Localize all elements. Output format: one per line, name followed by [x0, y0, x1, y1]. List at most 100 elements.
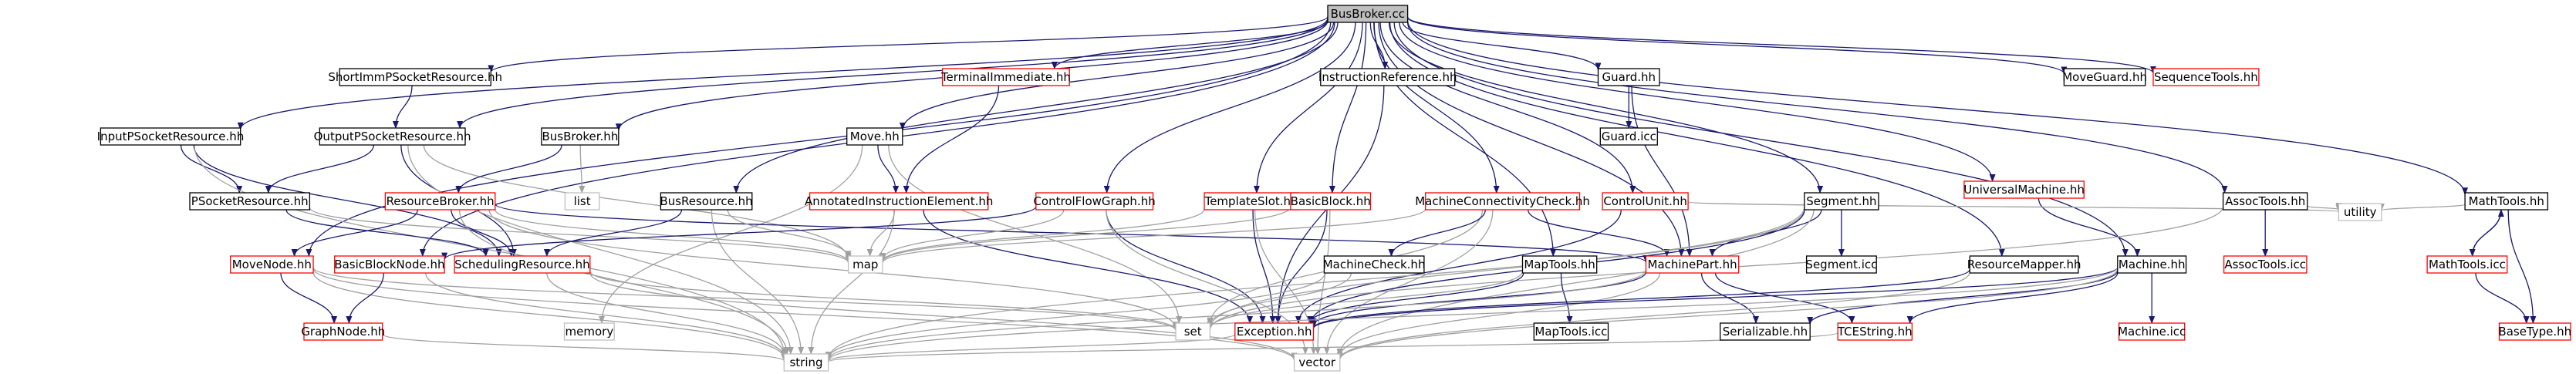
node-box: [1521, 255, 1598, 274]
node-label: map: [852, 258, 878, 271]
node-box: [783, 353, 829, 372]
node-MathTools[interactable]: MathTools.hh: [2464, 192, 2549, 211]
edge-root-to-TermImm: [1051, 20, 1329, 69]
node-AssocTools[interactable]: AssocTools.hh: [2222, 192, 2308, 211]
edge-MachConn-to-vector: [1323, 209, 1494, 355]
node-MapICC[interactable]: MapTools.icc: [1533, 322, 1609, 341]
edge-ResMapper-to-Exception: [1310, 269, 1970, 329]
edge-SchedRes-to-vector: [589, 272, 1298, 361]
node-MachineICC[interactable]: Machine.icc: [2118, 322, 2186, 341]
node-box: [563, 322, 615, 341]
node-BaseType[interactable]: BaseType.hh: [2498, 322, 2571, 341]
edge-TplSlot-to-map: [879, 208, 1205, 263]
node-label: BaseType.hh: [2498, 325, 2571, 339]
node-root[interactable]: BusBroker.cc: [1327, 5, 1409, 23]
node-ResBroker[interactable]: ResourceBroker.hh: [384, 192, 496, 211]
node-GuardICC[interactable]: Guard.icc: [1599, 127, 1658, 146]
node-label: MachineConnectivityCheck.hh: [1415, 194, 1590, 208]
edge-SegmentHH-to-MachPart: [1709, 209, 1822, 257]
node-ResMapper[interactable]: ResourceMapper.hh: [1967, 255, 2081, 274]
node-label: ControlUnit.hh: [1603, 194, 1687, 208]
edge-MachineHH-to-vector: [1336, 268, 2119, 361]
node-BusRes[interactable]: BusResource.hh: [660, 192, 753, 211]
node-SeqTools[interactable]: SequenceTools.hh: [2152, 68, 2260, 86]
edge-BusBrokerHH-to-list: [579, 144, 586, 194]
node-BBNode[interactable]: BasicBlockNode.hh: [334, 255, 445, 274]
node-label: MachineCheck.hh: [1323, 258, 1426, 271]
node-InputPS[interactable]: InputPSocketResource.hh: [97, 127, 245, 146]
edge-InputPS-to-string: [194, 144, 788, 355]
edge-MachineHH-to-TCEString: [1906, 272, 2119, 324]
edge-BusRes-to-map: [727, 209, 852, 259]
node-box: [1963, 180, 2085, 199]
node-label: set: [1184, 325, 1202, 339]
edge-ResBroker-to-MoveNode: [291, 209, 418, 257]
node-label: Machine.hh: [2119, 258, 2186, 271]
node-TplSlot[interactable]: TemplateSlot.hh: [1204, 192, 1299, 211]
node-Exception[interactable]: Exception.hh: [1234, 322, 1315, 341]
node-MoveHH[interactable]: Move.hh: [846, 127, 903, 146]
edge-BusRes-to-string: [711, 209, 805, 355]
node-GuardHH[interactable]: Guard.hh: [1597, 68, 1660, 86]
node-box: [454, 255, 591, 274]
node-label: Guard.hh: [1602, 70, 1656, 84]
node-InstrRef[interactable]: InstructionReference.hh: [1318, 68, 1457, 86]
node-box: [2426, 255, 2508, 274]
edge-root-to-BasicBlock: [1329, 22, 1367, 194]
node-CFG[interactable]: ControlFlowGraph.hh: [1033, 192, 1156, 211]
node-MachPart[interactable]: MachinePart.hh: [1645, 255, 1740, 274]
node-MachineHH[interactable]: Machine.hh: [2117, 255, 2187, 274]
node-box: [1805, 255, 1877, 274]
node-label: MapTools.icc: [1534, 325, 1607, 339]
node-MoveGuard[interactable]: MoveGuard.hh: [2062, 68, 2147, 86]
node-BusBrokerHH[interactable]: BusBroker.hh: [541, 127, 620, 146]
node-box: [339, 68, 491, 86]
edge-MoveHH-to-memory: [599, 144, 863, 324]
node-GraphNode[interactable]: GraphNode.hh: [301, 322, 385, 341]
node-label: Exception.hh: [1237, 325, 1312, 339]
edge-SchedRes-to-string: [546, 272, 788, 356]
node-AnnInstr[interactable]: AnnotatedInstructionElement.hh: [805, 192, 993, 211]
node-box: [334, 255, 445, 274]
node-label: TemplateSlot.hh: [1204, 194, 1298, 208]
node-box: [541, 127, 620, 146]
node-label: BasicBlockNode.hh: [334, 258, 444, 271]
edge-MoveNode-to-GraphNode: [280, 272, 338, 324]
node-label: AnnotatedInstructionElement.hh: [805, 194, 993, 208]
edge-InputPS-to-PSocket: [180, 144, 243, 194]
edge-SegmentHH-to-set: [1207, 208, 1805, 329]
node-CtrlUnit[interactable]: ControlUnit.hh: [1602, 192, 1689, 211]
node-MapTools[interactable]: MapTools.hh: [1521, 255, 1598, 274]
node-TermImm[interactable]: TerminalImmediate.hh: [940, 68, 1071, 86]
edge-root-to-SegmentHH: [1388, 22, 1824, 194]
node-TCEString[interactable]: TCEString.hh: [1837, 322, 1913, 341]
node-MathICC[interactable]: MathTools.icc: [2426, 255, 2508, 274]
node-ShortImm[interactable]: ShortImmPSocketResource.hh: [328, 68, 502, 86]
node-box: [941, 68, 1070, 86]
edge-MathTools-to-utility: [2378, 203, 2466, 211]
node-label: OutputPSocketResource.hh: [314, 130, 471, 143]
node-Serializable[interactable]: Serializable.hh: [1720, 322, 1811, 341]
edge-MathICC-to-BaseType: [2475, 272, 2530, 324]
node-label: AssocTools.icc: [2224, 258, 2306, 271]
node-MoveNode[interactable]: MoveNode.hh: [230, 255, 314, 274]
node-label: utility: [2344, 205, 2377, 219]
node-OutputPS[interactable]: OutputPSocketResource.hh: [314, 127, 471, 146]
node-AssocICC[interactable]: AssocTools.icc: [2223, 255, 2308, 274]
node-SegmentICC[interactable]: Segment.icc: [1805, 255, 1877, 274]
node-PSocket[interactable]: PSocketResource.hh: [189, 192, 311, 211]
node-SchedRes[interactable]: SchedulingResource.hh: [454, 255, 591, 274]
node-box: [384, 192, 496, 211]
node-SegmentHH[interactable]: Segment.hh: [1804, 192, 1879, 211]
node-BasicBlock[interactable]: BasicBlock.hh: [1290, 192, 1372, 211]
node-box: [1645, 255, 1740, 274]
node-MachCheck[interactable]: MachineCheck.hh: [1323, 255, 1426, 274]
edge-MapTools-to-Exception: [1307, 272, 1524, 324]
node-box: [1720, 322, 1811, 341]
edge-SegmentHH-to-vector: [1336, 209, 1815, 356]
node-MachConn[interactable]: MachineConnectivityCheck.hh: [1415, 192, 1590, 211]
edge-root-to-MachConn: [1373, 22, 1500, 194]
node-box: [2222, 192, 2308, 211]
node-UnivMach[interactable]: UniversalMachine.hh: [1963, 180, 2085, 199]
